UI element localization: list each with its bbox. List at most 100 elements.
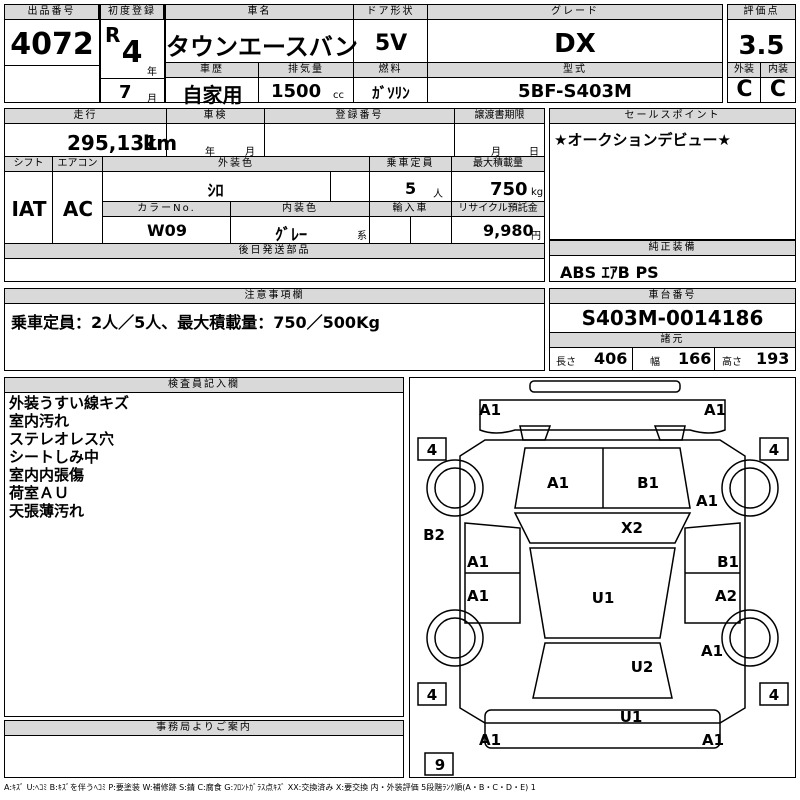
- inspector-line: 室内汚れ: [9, 412, 70, 430]
- height-label: 高さ: [722, 357, 742, 368]
- mark-door-rl: A1: [467, 587, 489, 605]
- mark-door-fr: B1: [717, 553, 739, 571]
- reg-year: 4: [121, 35, 143, 70]
- inspector-line: シートしみ中: [9, 448, 100, 466]
- max-load: 750: [490, 179, 528, 200]
- int-color-label: 内装色: [231, 202, 370, 217]
- score-block: 評価点 3.5 外装 内装 C C: [727, 4, 796, 103]
- length-value: 406: [594, 349, 628, 368]
- inspector-line: 外装うすい線キズ: [9, 394, 130, 412]
- chassis-block: 車台番号 S403M-0014186 諸元 長さ 406 幅 166 高さ 19…: [549, 288, 796, 371]
- ext-color-label: 外装色: [103, 157, 370, 172]
- mark-hood-right: B1: [637, 474, 659, 492]
- transfer-day-unit: 日: [529, 147, 539, 158]
- shift-type: IAT: [11, 197, 47, 221]
- genuine-label: 純正装備: [550, 241, 795, 256]
- year-unit: 年: [147, 67, 157, 78]
- legend-text: A:ｷｽﾞ U:ﾍｺﾐ B:ｷｽﾞを伴うﾍｺﾐ P:要塗装 W:補修跡 S:錆 …: [4, 783, 536, 792]
- car-history: 自家用: [182, 83, 243, 107]
- reg-no-label: 登録番号: [265, 109, 455, 124]
- mileage-label: 走行: [5, 109, 167, 124]
- era: R: [105, 23, 121, 47]
- mark-rear-bumper: U1: [620, 708, 643, 726]
- mark-roof: U1: [592, 589, 615, 607]
- month-unit: 月: [147, 94, 157, 105]
- inspector-block: 検査員記入欄 外装うすい線キズ 室内汚れ ステレオレス穴 シートしみ中 室内内張…: [4, 377, 404, 717]
- inspector-line: 荷室ＡＵ: [9, 484, 70, 502]
- interior-label: 内装: [761, 63, 795, 78]
- grade-label: グレード: [428, 5, 722, 20]
- sales-point-text: ★オークションデビュー★: [554, 131, 731, 149]
- mileage: 295,131: [67, 131, 159, 155]
- inspector-line: 室内内張傷: [9, 466, 85, 484]
- office-label: 事務局よりご案内: [5, 721, 403, 736]
- ac-type: AC: [62, 197, 94, 221]
- car-name-label: 車名: [166, 5, 354, 20]
- exterior-grade: C: [736, 77, 753, 102]
- mark-door-rr: A2: [715, 587, 737, 605]
- transfer-month-unit: 月: [491, 147, 501, 158]
- mark-spare: 9: [435, 756, 445, 774]
- evaluation-score: 3.5: [738, 31, 785, 61]
- model-label: 型式: [428, 63, 722, 78]
- mark-tire-rr: 4: [769, 686, 779, 704]
- max-load-unit: kg: [531, 187, 544, 198]
- int-color: ｸﾞﾚｰ: [274, 225, 307, 244]
- mark-hood-left: A1: [547, 474, 569, 492]
- inspection-label: 車検: [167, 109, 265, 124]
- capacity-label: 乗車定員: [370, 157, 452, 172]
- insp-year-unit: 年: [205, 147, 215, 158]
- later-parts-label: 後日発送部品: [5, 244, 544, 259]
- mark-tire-fl: 4: [427, 441, 437, 459]
- mark-front-left: A1: [479, 401, 501, 419]
- notes-label: 注意事項欄: [5, 289, 544, 304]
- car-outline: [417, 380, 789, 776]
- mark-quarter-right: A1: [701, 642, 723, 660]
- height-value: 193: [756, 349, 790, 368]
- door-type: 5V: [374, 31, 408, 56]
- recycle-deposit: 9,980: [483, 221, 534, 240]
- mark-back-door: U2: [631, 658, 654, 676]
- displacement-label: 排気量: [259, 63, 354, 78]
- sales-point-label: セールスポイント: [550, 109, 795, 124]
- import-label: 輸入車: [370, 202, 452, 217]
- car-outline-svg: A1 A1 4 4 A1 B1 A1 X2 B2 A1 B1 A1 A2 U1 …: [417, 380, 789, 776]
- lot-number: 4072: [10, 27, 94, 62]
- door-label: ドア形状: [354, 5, 428, 20]
- insp-month-unit: 月: [245, 147, 255, 158]
- damage-diagram: A1 A1 4 4 A1 B1 A1 X2 B2 A1 B1 A1 A2 U1 …: [409, 377, 796, 778]
- fuel-type: ｶﾞｿﾘﾝ: [372, 84, 410, 102]
- car-name: タウンエースバン: [166, 33, 358, 61]
- score-label: 評価点: [728, 5, 795, 20]
- damage-marks: A1 A1 4 4 A1 B1 A1 X2 B2 A1 B1 A1 A2 U1 …: [423, 401, 779, 774]
- mileage-unit: km: [143, 131, 178, 155]
- reg-month: 7: [119, 82, 132, 103]
- mark-rear-left: A1: [479, 731, 501, 749]
- mark-front-right: A1: [704, 401, 726, 419]
- details-block: 走行 車検 登録番号 譲渡書期限 295,131 km 年 月 月 日 シフト …: [4, 108, 545, 282]
- length-label: 長さ: [556, 357, 576, 368]
- color-no: W09: [147, 221, 187, 240]
- exterior-label: 外装: [728, 63, 761, 78]
- capacity: 5: [405, 179, 417, 198]
- spec-label: 諸元: [550, 332, 795, 348]
- mark-rear-right: A1: [702, 731, 724, 749]
- shift-label: シフト: [5, 157, 53, 172]
- fuel-label: 燃料: [354, 63, 428, 78]
- genuine-equipment: ABS ｴｱB PS: [560, 263, 659, 282]
- interior-grade: C: [769, 77, 787, 102]
- mark-tire-fr: 4: [769, 441, 779, 459]
- ac-label: エアコン: [53, 157, 103, 172]
- header-top-block: 出品番号 4072: [4, 4, 100, 103]
- recycle-label: リサイクル預託金: [452, 202, 544, 217]
- mark-door-fl: A1: [467, 553, 489, 571]
- chassis-label: 車台番号: [550, 289, 795, 304]
- mark-windshield: X2: [621, 519, 643, 537]
- mark-tire-rl: 4: [427, 686, 437, 704]
- office-block: 事務局よりご案内: [4, 720, 404, 778]
- model-code: 5BF-S403M: [518, 81, 632, 102]
- mark-fender-right: A1: [696, 492, 718, 510]
- inspector-notes: 外装うすい線キズ 室内汚れ ステレオレス穴 シートしみ中 室内内張傷 荷室ＡＵ …: [9, 394, 129, 520]
- color-no-label: カラーNo.: [103, 202, 231, 217]
- displacement: 1500: [271, 81, 322, 102]
